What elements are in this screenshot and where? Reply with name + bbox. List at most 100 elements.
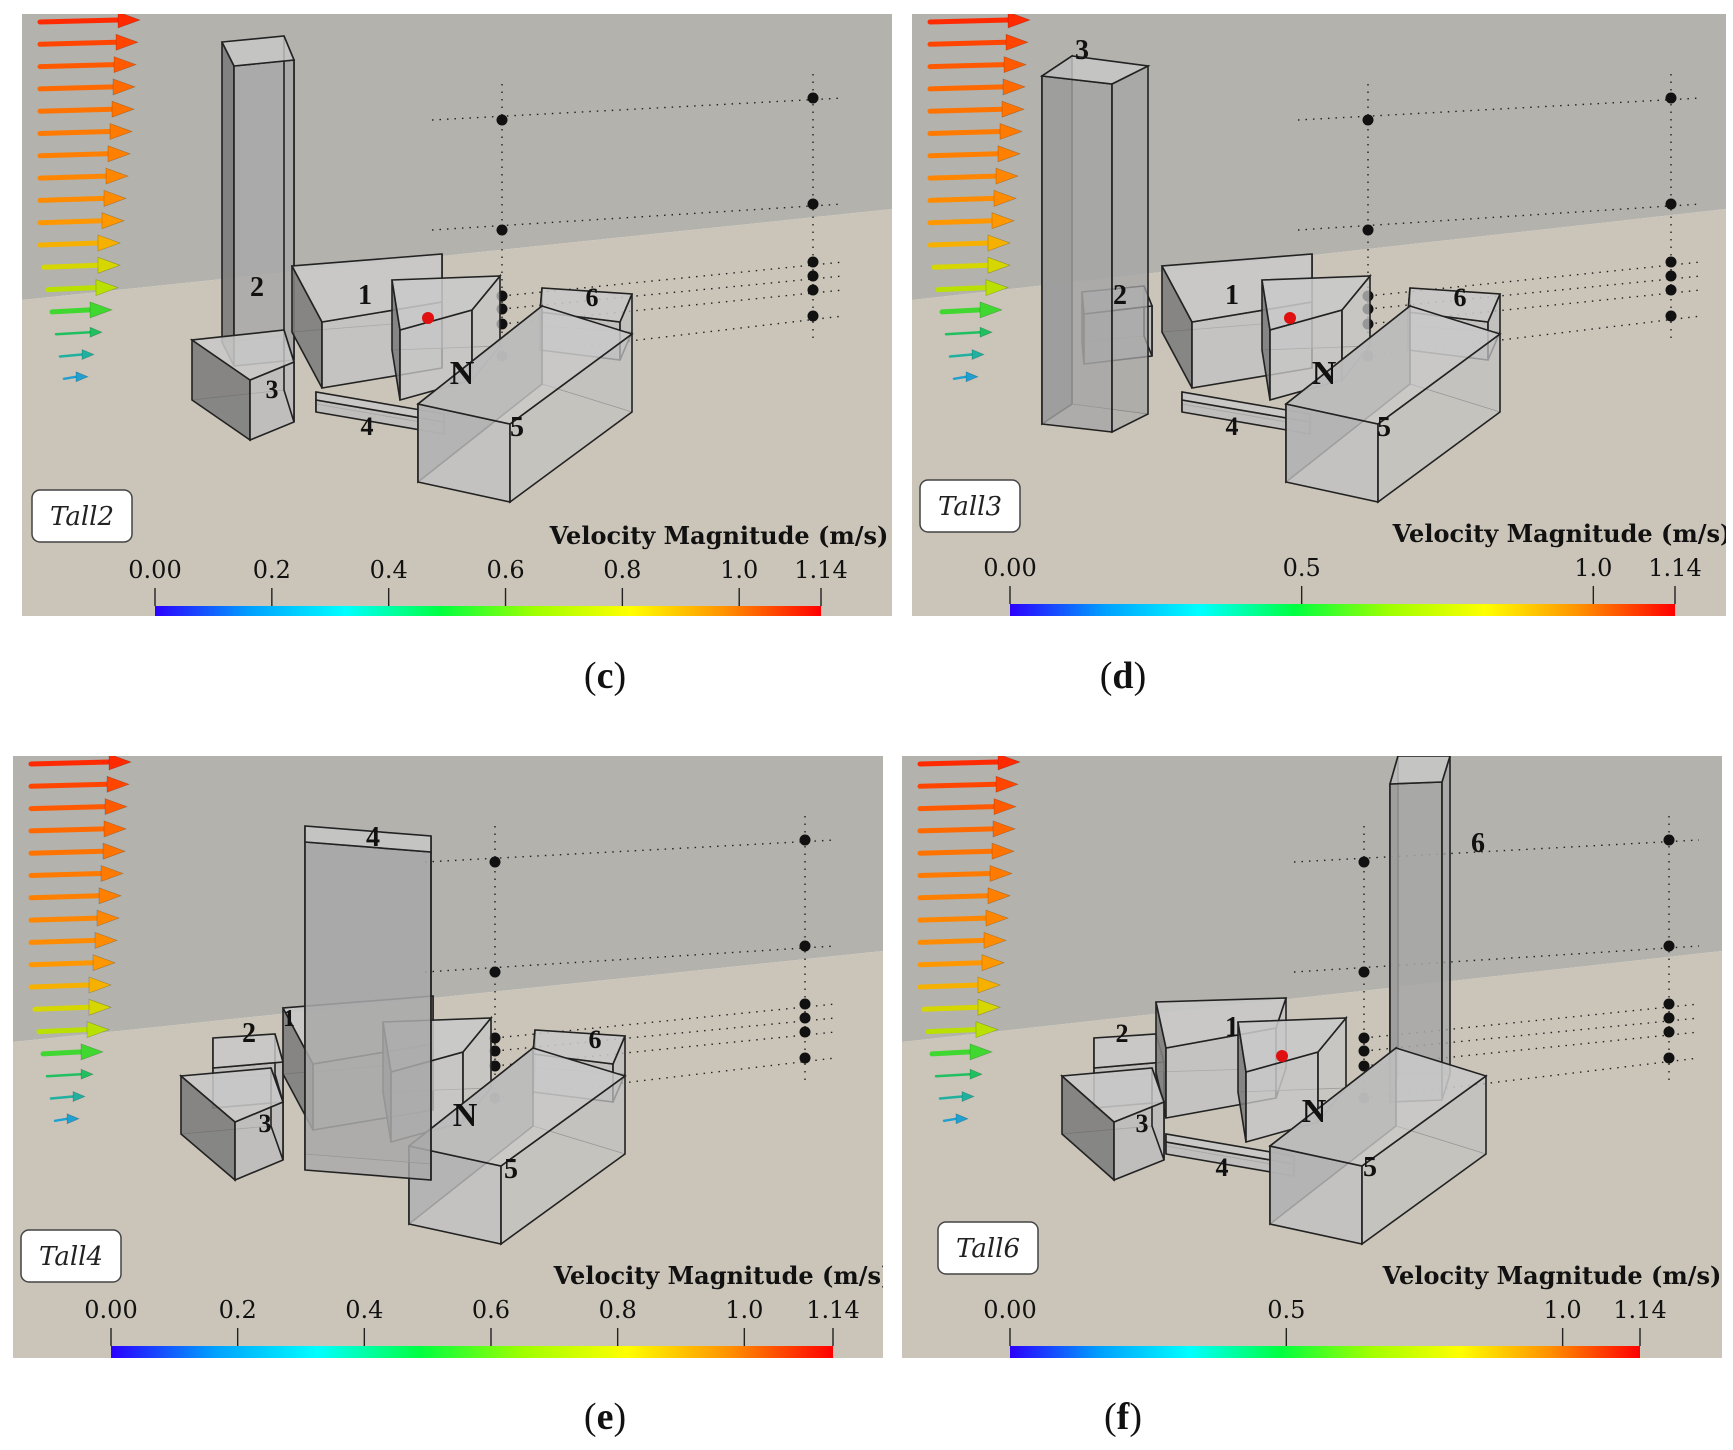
probe-point — [1358, 856, 1370, 868]
building-3 — [1060, 1067, 1166, 1182]
building-5 — [1284, 304, 1502, 504]
reference-point — [1284, 312, 1296, 324]
inflow-arrow — [927, 78, 1026, 96]
svg-text:Tall3: Tall3 — [938, 492, 1002, 522]
probe-point — [489, 1045, 501, 1057]
inflow-arrow — [28, 820, 127, 838]
inflow-arrow — [28, 775, 130, 793]
building-4-label: 4 — [1226, 412, 1239, 441]
colorbar-tick-label: 0.2 — [253, 556, 291, 584]
building-4-label: 4 — [361, 412, 374, 441]
inflow-arrow — [53, 1113, 80, 1125]
inflow-arrow — [37, 212, 125, 230]
inflow-arrow — [944, 326, 993, 338]
probe-point — [799, 1052, 811, 1064]
building-n-label: N — [1302, 1093, 1327, 1130]
probe-point — [799, 1012, 811, 1024]
inflow-arrow — [948, 349, 985, 360]
inflow-arrow — [927, 123, 1023, 140]
building-2-label: 2 — [242, 1018, 256, 1049]
building-3-label: 3 — [259, 1109, 272, 1138]
colorbar-tick-label: 0.8 — [603, 556, 641, 584]
reference-point — [422, 312, 434, 324]
colorbar-gradient — [111, 1346, 833, 1358]
building-2-label: 2 — [1113, 280, 1127, 311]
building-1-label: 1 — [283, 1006, 295, 1032]
inflow-arrow — [28, 954, 116, 972]
inflow-profile-arrows — [28, 756, 132, 1125]
colorbar-tick-label: 0.2 — [219, 1296, 257, 1324]
inflow-arrow — [927, 14, 1031, 29]
inflow-arrow — [28, 909, 120, 927]
inflow-arrow — [927, 189, 1017, 207]
building-1-label: 1 — [1225, 280, 1239, 311]
colorbar-title: Velocity Magnitude (m/s) — [553, 1261, 883, 1290]
inflow-arrow — [28, 865, 124, 882]
inflow-arrow — [37, 33, 139, 51]
colorbar-title: Velocity Magnitude (m/s) — [1392, 519, 1726, 548]
svg-text:Tall4: Tall4 — [39, 1242, 103, 1272]
measurement-points — [1293, 816, 1700, 1104]
colorbar-tick-label: 0.00 — [983, 554, 1036, 582]
inflow-arrow — [28, 887, 122, 905]
building-5 — [416, 304, 634, 504]
inflow-arrow — [37, 167, 129, 185]
probe-point — [1663, 940, 1675, 952]
inflow-arrow — [41, 256, 121, 274]
inflow-arrow — [37, 56, 137, 74]
building-4 — [1181, 391, 1311, 435]
inflow-arrow — [28, 842, 126, 860]
inflow-arrow — [45, 1068, 94, 1080]
colorbar-tick-label: 0.5 — [1283, 554, 1321, 582]
inflow-arrow — [37, 123, 133, 140]
building-5-label: 5 — [504, 1154, 518, 1185]
caption-e: (e) — [583, 1396, 627, 1438]
inflow-profile-arrows — [37, 14, 141, 383]
probe-point — [807, 92, 819, 104]
probe-point — [489, 1060, 501, 1072]
colorbar-tick-label: 1.0 — [1574, 554, 1612, 582]
wall-plane — [902, 756, 1722, 1042]
case-label: Tall2 — [31, 489, 133, 543]
probe-point — [1362, 224, 1374, 236]
building-5-label: 5 — [510, 412, 524, 443]
inflow-arrow — [917, 931, 1007, 949]
svg-text:Tall6: Tall6 — [956, 1234, 1020, 1264]
probe-point — [1663, 998, 1675, 1010]
colorbar-tick-label: 0.8 — [599, 1296, 637, 1324]
inflow-arrow — [32, 998, 112, 1016]
caption-d: (d) — [1099, 655, 1147, 697]
colorbar-tick-label: 0.00 — [128, 556, 181, 584]
probe-point — [799, 1026, 811, 1038]
inflow-arrow — [54, 326, 103, 338]
case-label: Tall4 — [20, 1229, 122, 1283]
inflow-arrow — [935, 279, 1009, 297]
building-5-label: 5 — [1377, 412, 1391, 443]
inflow-arrow — [927, 212, 1015, 230]
building-3-label: 3 — [1136, 1109, 1149, 1138]
inflow-arrow — [939, 301, 1003, 319]
colorbar-tick-label: 1.14 — [806, 1296, 859, 1324]
inflow-arrow — [938, 1091, 975, 1102]
colorbar-tick-label: 0.00 — [983, 1296, 1036, 1324]
inflow-arrow — [931, 256, 1011, 274]
building-2-label: 2 — [1116, 1019, 1129, 1048]
inflow-arrow — [927, 100, 1025, 118]
caption-c: (c) — [583, 655, 627, 697]
inflow-arrow — [942, 1113, 969, 1125]
colorbar-tick-label: 0.4 — [370, 556, 408, 584]
inflow-arrow — [58, 349, 95, 360]
probe-point — [1665, 284, 1677, 296]
inflow-arrow — [921, 998, 1001, 1016]
building-4 — [304, 825, 432, 1181]
colorbar-title: Velocity Magnitude (m/s) — [549, 521, 889, 550]
colorbar-gradient — [155, 606, 821, 616]
